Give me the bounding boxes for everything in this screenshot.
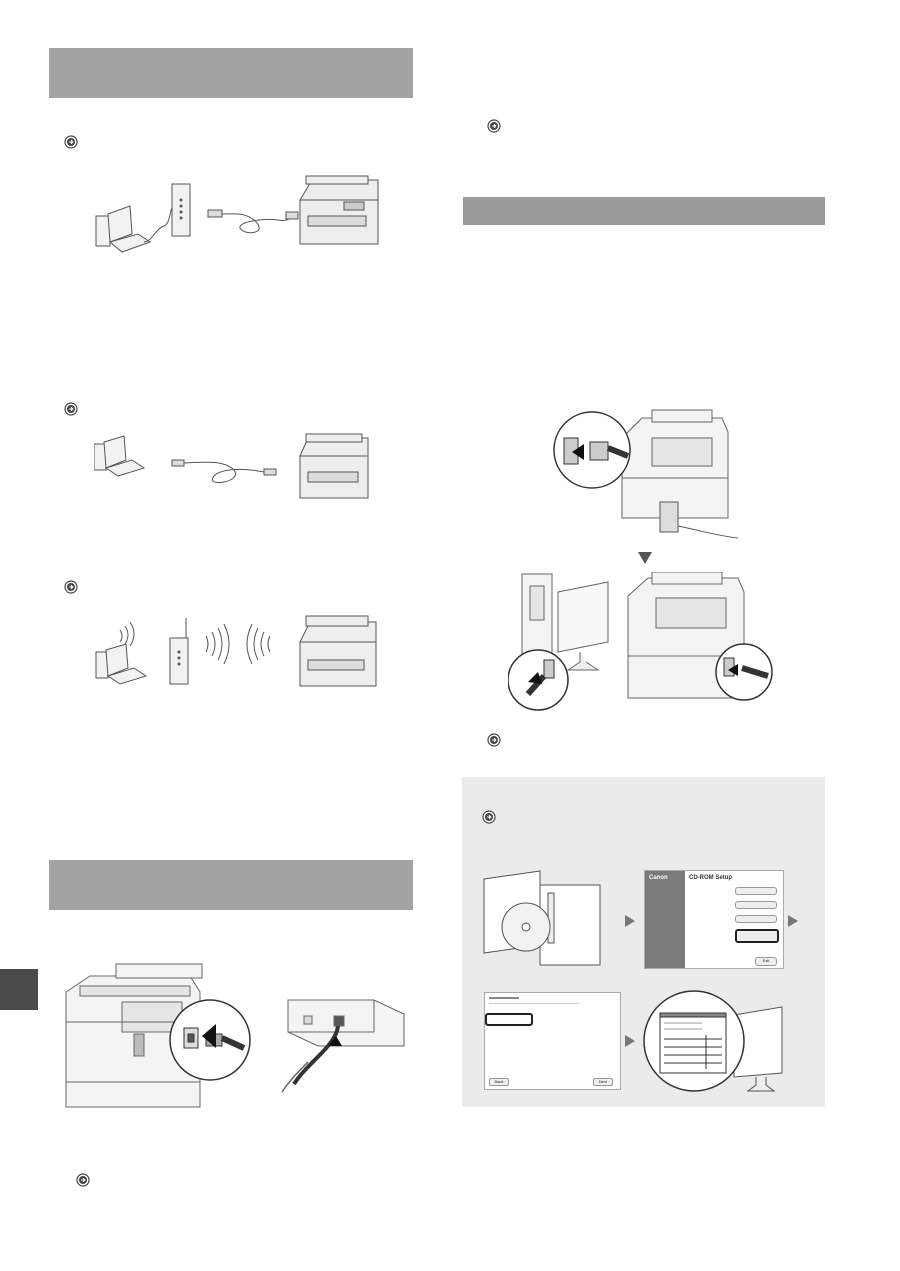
- computer-icon: [94, 435, 146, 477]
- router-icon: [171, 183, 191, 237]
- start-software-program-button[interactable]: [735, 915, 777, 923]
- printer-lan-port-illustration: [60, 962, 260, 1112]
- power-cord-connection-illustration: [552, 408, 742, 548]
- manuals-button[interactable]: [735, 929, 779, 943]
- back-label: Back: [494, 1079, 504, 1084]
- selected-option-highlight[interactable]: [485, 1013, 533, 1026]
- usb-cable-icon: [171, 459, 277, 483]
- insert-cd-illustration: [480, 869, 610, 969]
- section-header-bar-right: [463, 197, 825, 225]
- canon-brand: Canon: [649, 875, 668, 881]
- next-label: Next: [598, 1079, 608, 1084]
- easy-installation-button[interactable]: [735, 887, 777, 895]
- arrow-circle-icon: [487, 119, 501, 133]
- right-arrow-icon: [625, 1035, 635, 1047]
- computer-icon: [95, 643, 148, 685]
- driver-selection-screen: Back Next: [484, 992, 621, 1090]
- right-arrow-icon: [625, 915, 635, 927]
- printer-icon: [627, 572, 745, 699]
- usb-cable-connection-illustration: [508, 572, 788, 722]
- lan-cable-icon: [207, 209, 299, 234]
- down-arrow-icon: [638, 552, 652, 564]
- arrow-circle-icon: [64, 580, 78, 594]
- setup-screen-title: CD-ROM Setup: [689, 875, 732, 881]
- side-chapter-tab: [0, 969, 38, 1010]
- router-lan-port-illustration: [278, 992, 408, 1102]
- printer-icon: [299, 615, 377, 687]
- screen-heading-line: [489, 997, 519, 999]
- wireless-lan-connection-illustration: [94, 612, 384, 694]
- section-header-bar-top-left: [49, 48, 413, 98]
- arrow-circle-icon: [482, 810, 496, 824]
- screen-text-line: [489, 1003, 579, 1004]
- computer-icon: [95, 205, 152, 253]
- exit-label: Exit: [762, 958, 770, 963]
- back-button[interactable]: Back: [489, 1078, 509, 1086]
- printer-icon: [299, 175, 379, 245]
- wifi-waves-icon: [119, 621, 135, 647]
- cd-rom-setup-screen: Canon CD-ROM Setup Exit: [644, 870, 784, 969]
- wireless-router-icon: [169, 618, 189, 685]
- arrow-circle-icon: [487, 733, 501, 747]
- arrow-circle-icon: [64, 402, 78, 416]
- wifi-waves-icon: [205, 623, 271, 665]
- arrow-circle-icon: [64, 135, 78, 149]
- right-arrow-icon: [788, 915, 798, 927]
- monitor-dialog-zoom-illustration: [642, 989, 787, 1094]
- section-header-bar-bottom-left: [49, 860, 413, 910]
- usb-connection-illustration: [94, 432, 384, 502]
- wired-lan-connection-illustration: [94, 172, 394, 260]
- arrow-circle-icon: [76, 1173, 90, 1187]
- driver-installation-panel: Canon CD-ROM Setup Exit Back Next: [462, 777, 825, 1107]
- setup-screen-sidebar: Canon: [645, 871, 685, 968]
- custom-installation-button[interactable]: [735, 901, 777, 909]
- exit-button[interactable]: Exit: [755, 957, 777, 966]
- printer-icon: [299, 433, 369, 499]
- next-button[interactable]: Next: [593, 1078, 613, 1086]
